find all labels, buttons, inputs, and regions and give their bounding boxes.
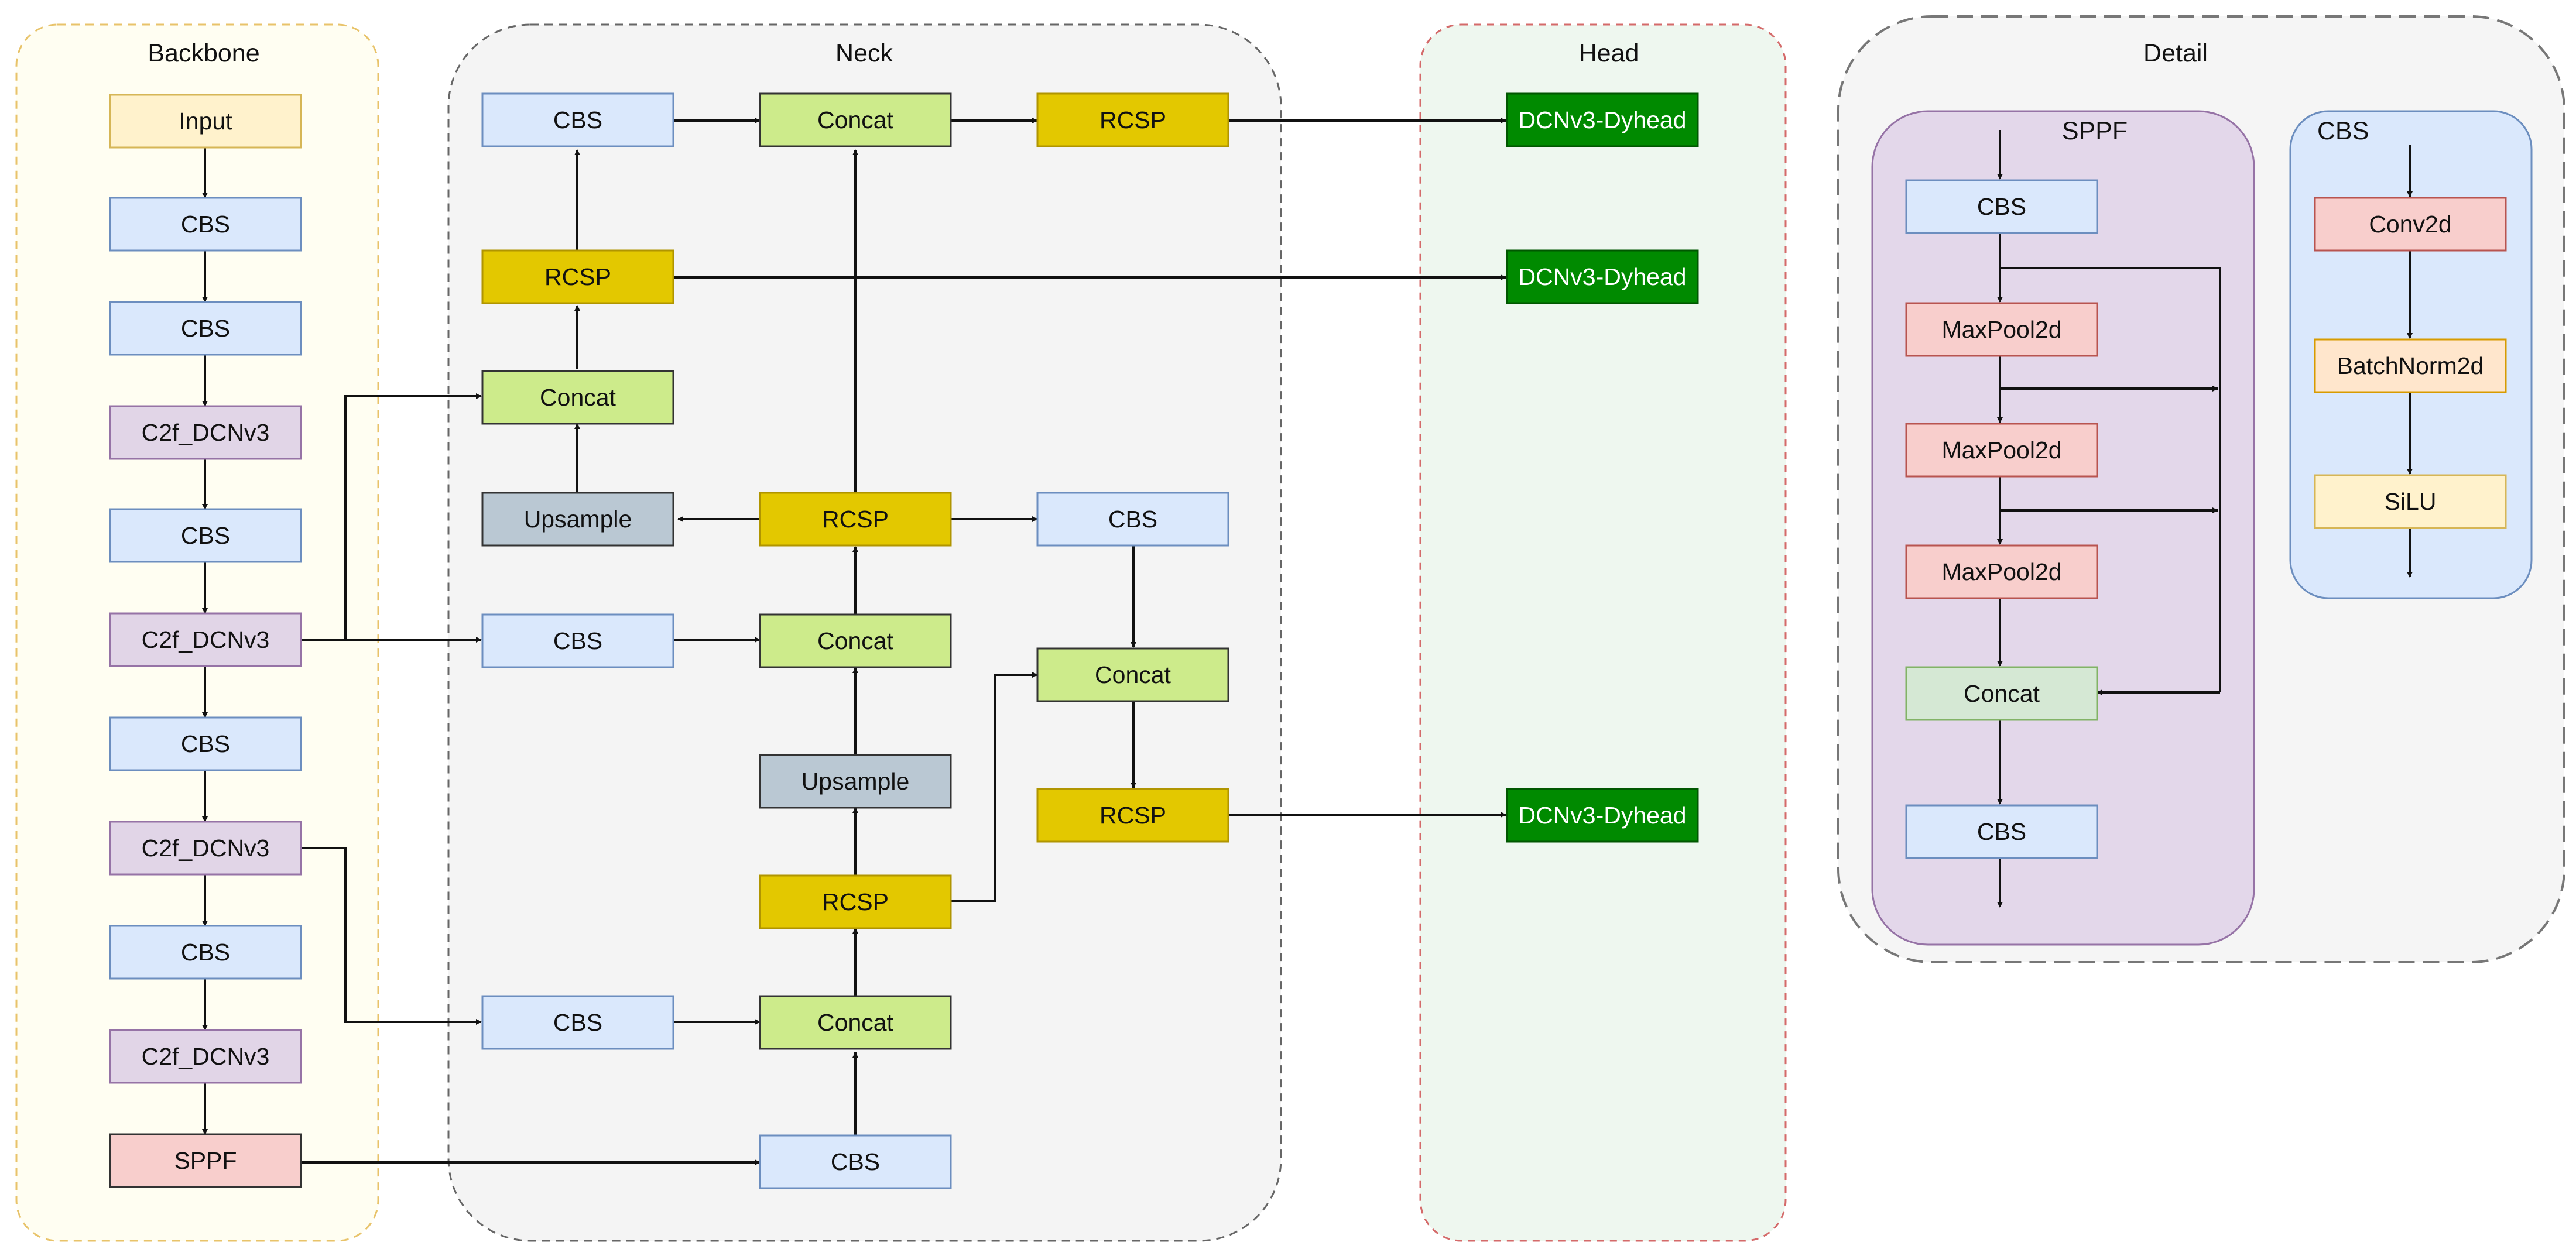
neck-cbs-right: CBS xyxy=(1036,492,1229,547)
sppf-detail-maxpool-2: MaxPool2d xyxy=(1905,423,2098,478)
svg-text:Upsample: Upsample xyxy=(524,506,632,533)
backbone-cbs-5: CBS xyxy=(109,925,302,980)
neck-cbs-top: CBS xyxy=(481,92,674,147)
backbone-input: Input xyxy=(109,94,302,149)
neck-cbs-low: CBS xyxy=(481,995,674,1050)
svg-text:C2f_DCNv3: C2f_DCNv3 xyxy=(142,835,270,862)
neck-cbs-bottom: CBS xyxy=(759,1134,952,1189)
svg-text:MaxPool2d: MaxPool2d xyxy=(1941,558,2061,585)
backbone-c2f-dcnv3-1: C2f_DCNv3 xyxy=(109,405,302,460)
neck-rcsp-2: RCSP xyxy=(481,249,674,304)
svg-text:RCSP: RCSP xyxy=(1099,107,1166,133)
head-dyhead-3: DCNv3-Dyhead xyxy=(1506,788,1699,843)
svg-text:CBS: CBS xyxy=(1108,506,1157,533)
svg-text:MaxPool2d: MaxPool2d xyxy=(1941,437,2061,464)
cbs-detail-title: CBS xyxy=(2317,117,2369,145)
svg-text:C2f_DCNv3: C2f_DCNv3 xyxy=(142,419,270,446)
connectors xyxy=(202,118,2413,1165)
svg-text:CBS: CBS xyxy=(553,627,602,654)
svg-text:Concat: Concat xyxy=(817,627,894,654)
svg-text:CBS: CBS xyxy=(181,939,230,966)
sppf-detail-concat: Concat xyxy=(1905,666,2098,721)
neck-cbs-mid: CBS xyxy=(481,613,674,668)
backbone-sppf: SPPF xyxy=(109,1133,302,1188)
backbone-cbs-3: CBS xyxy=(109,508,302,563)
head-dyhead-1: DCNv3-Dyhead xyxy=(1506,92,1699,147)
backbone-cbs-2: CBS xyxy=(109,301,302,356)
edge-c2f-3-cbs-low xyxy=(301,847,482,1025)
neck-concat-3: Concat xyxy=(481,370,674,425)
svg-text:CBS: CBS xyxy=(181,522,230,549)
neck-upsample-1: Upsample xyxy=(481,492,674,547)
svg-text:DCNv3-Dyhead: DCNv3-Dyhead xyxy=(1518,107,1686,133)
backbone-c2f-dcnv3-4: C2f_DCNv3 xyxy=(109,1029,302,1084)
sppf-detail-cbs-in: CBS xyxy=(1905,179,2098,234)
svg-text:CBS: CBS xyxy=(181,315,230,342)
svg-text:Concat: Concat xyxy=(1964,680,2040,707)
neck-title: Neck xyxy=(835,39,893,67)
edge-rcsp-low-concat-right xyxy=(951,672,1038,902)
cbs-detail-conv2d: Conv2d xyxy=(2314,197,2507,252)
detail-title: Detail xyxy=(2143,39,2208,67)
head-dyhead-2: DCNv3-Dyhead xyxy=(1506,249,1699,304)
svg-text:RCSP: RCSP xyxy=(822,888,889,915)
svg-text:CBS: CBS xyxy=(1977,818,2026,845)
neck-upsample-2: Upsample xyxy=(759,754,952,809)
svg-text:RCSP: RCSP xyxy=(822,506,889,533)
svg-text:Concat: Concat xyxy=(540,384,616,411)
backbone-title: Backbone xyxy=(148,39,259,67)
svg-text:RCSP: RCSP xyxy=(1099,802,1166,829)
svg-text:SiLU: SiLU xyxy=(2385,488,2437,515)
sppf-detail-cbs-out: CBS xyxy=(1905,804,2098,859)
backbone-cbs-1: CBS xyxy=(109,197,302,252)
cbs-detail-batchnorm2d: BatchNorm2d xyxy=(2314,338,2507,393)
svg-text:Concat: Concat xyxy=(817,107,894,133)
svg-text:CBS: CBS xyxy=(1977,193,2026,220)
svg-text:Conv2d: Conv2d xyxy=(2369,211,2451,238)
head-title: Head xyxy=(1579,39,1639,67)
svg-text:C2f_DCNv3: C2f_DCNv3 xyxy=(142,1043,270,1070)
svg-text:DCNv3-Dyhead: DCNv3-Dyhead xyxy=(1518,802,1686,829)
head-panel xyxy=(1419,23,1787,1242)
neck-rcsp-top: RCSP xyxy=(1036,92,1229,147)
neck-concat-right: Concat xyxy=(1036,647,1229,702)
svg-text:SPPF: SPPF xyxy=(174,1147,237,1174)
svg-text:CBS: CBS xyxy=(553,1009,602,1036)
backbone-cbs-4: CBS xyxy=(109,716,302,771)
backbone-c2f-dcnv3-2: C2f_DCNv3 xyxy=(109,612,302,667)
neck-rcsp-low: RCSP xyxy=(759,874,952,929)
svg-text:CBS: CBS xyxy=(831,1148,880,1175)
sppf-detail-maxpool-3: MaxPool2d xyxy=(1905,544,2098,599)
svg-text:MaxPool2d: MaxPool2d xyxy=(1941,316,2061,343)
svg-text:C2f_DCNv3: C2f_DCNv3 xyxy=(142,626,270,653)
neck-rcsp-mid: RCSP xyxy=(759,492,952,547)
edge-sppf-branch-1 xyxy=(2000,267,2221,692)
svg-text:Concat: Concat xyxy=(817,1009,894,1036)
svg-text:Upsample: Upsample xyxy=(801,768,910,795)
svg-text:Concat: Concat xyxy=(1095,661,1171,688)
svg-text:CBS: CBS xyxy=(181,211,230,238)
neck-concat-top: Concat xyxy=(759,92,952,147)
svg-text:BatchNorm2d: BatchNorm2d xyxy=(2337,352,2484,379)
cbs-detail-silu: SiLU xyxy=(2314,474,2507,529)
svg-text:Input: Input xyxy=(179,108,232,135)
sppf-detail-title: SPPF xyxy=(2062,117,2128,145)
backbone-c2f-dcnv3-3: C2f_DCNv3 xyxy=(109,821,302,876)
neck-concat-low: Concat xyxy=(759,995,952,1050)
neck-concat-mid: Concat xyxy=(759,613,952,668)
svg-text:CBS: CBS xyxy=(181,730,230,757)
svg-text:CBS: CBS xyxy=(553,107,602,133)
neck-rcsp-right: RCSP xyxy=(1036,788,1229,843)
sppf-detail-maxpool-1: MaxPool2d xyxy=(1905,302,2098,357)
edge-c2f-2-concat-3 xyxy=(344,393,482,640)
svg-text:RCSP: RCSP xyxy=(544,263,611,290)
svg-text:DCNv3-Dyhead: DCNv3-Dyhead xyxy=(1518,263,1686,290)
